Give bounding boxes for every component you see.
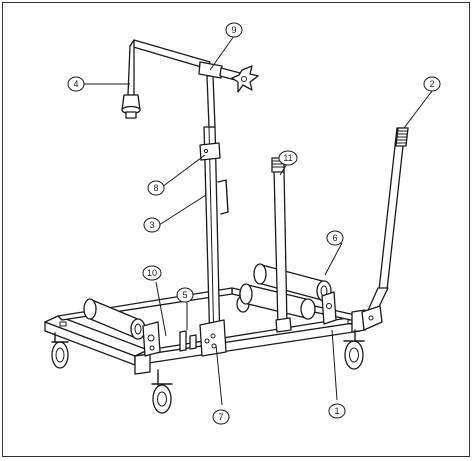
callout-label: 6 <box>332 233 337 243</box>
roller-right-bracket <box>321 291 337 325</box>
callout-label: 9 <box>231 25 236 35</box>
top-arm <box>121 39 259 119</box>
roller-arm-bracket <box>142 321 161 357</box>
callout-label: 7 <box>218 412 223 422</box>
callout-9: 9 <box>225 22 243 38</box>
caster-front-left <box>51 332 69 369</box>
callout-label: 10 <box>147 268 157 278</box>
callout-8: 8 <box>147 180 165 196</box>
main-column <box>199 75 229 357</box>
callout-3: 3 <box>143 217 161 233</box>
tow-handle <box>361 127 409 331</box>
callout-4: 4 <box>67 76 85 92</box>
callout-6: 6 <box>326 230 344 246</box>
callout-label: 3 <box>149 220 154 230</box>
rear-post <box>271 157 292 333</box>
caster-front-center <box>151 369 173 414</box>
callout-10: 10 <box>142 265 162 281</box>
callout-label: 8 <box>153 183 158 193</box>
callout-label: 2 <box>429 79 434 89</box>
callout-5: 5 <box>176 287 194 303</box>
callout-label: 5 <box>182 290 187 300</box>
figure-border <box>2 2 470 457</box>
callout-2: 2 <box>423 76 441 92</box>
callout-11: 11 <box>278 150 298 166</box>
callout-label: 11 <box>283 153 292 163</box>
callout-1: 1 <box>328 403 346 419</box>
callout-label: 4 <box>73 79 78 89</box>
caster-right <box>343 329 365 370</box>
leader-lines <box>83 35 433 406</box>
callout-7: 7 <box>212 409 230 425</box>
roller-left <box>83 298 146 340</box>
callout-label: 1 <box>334 406 339 416</box>
release-pedal <box>179 330 197 352</box>
